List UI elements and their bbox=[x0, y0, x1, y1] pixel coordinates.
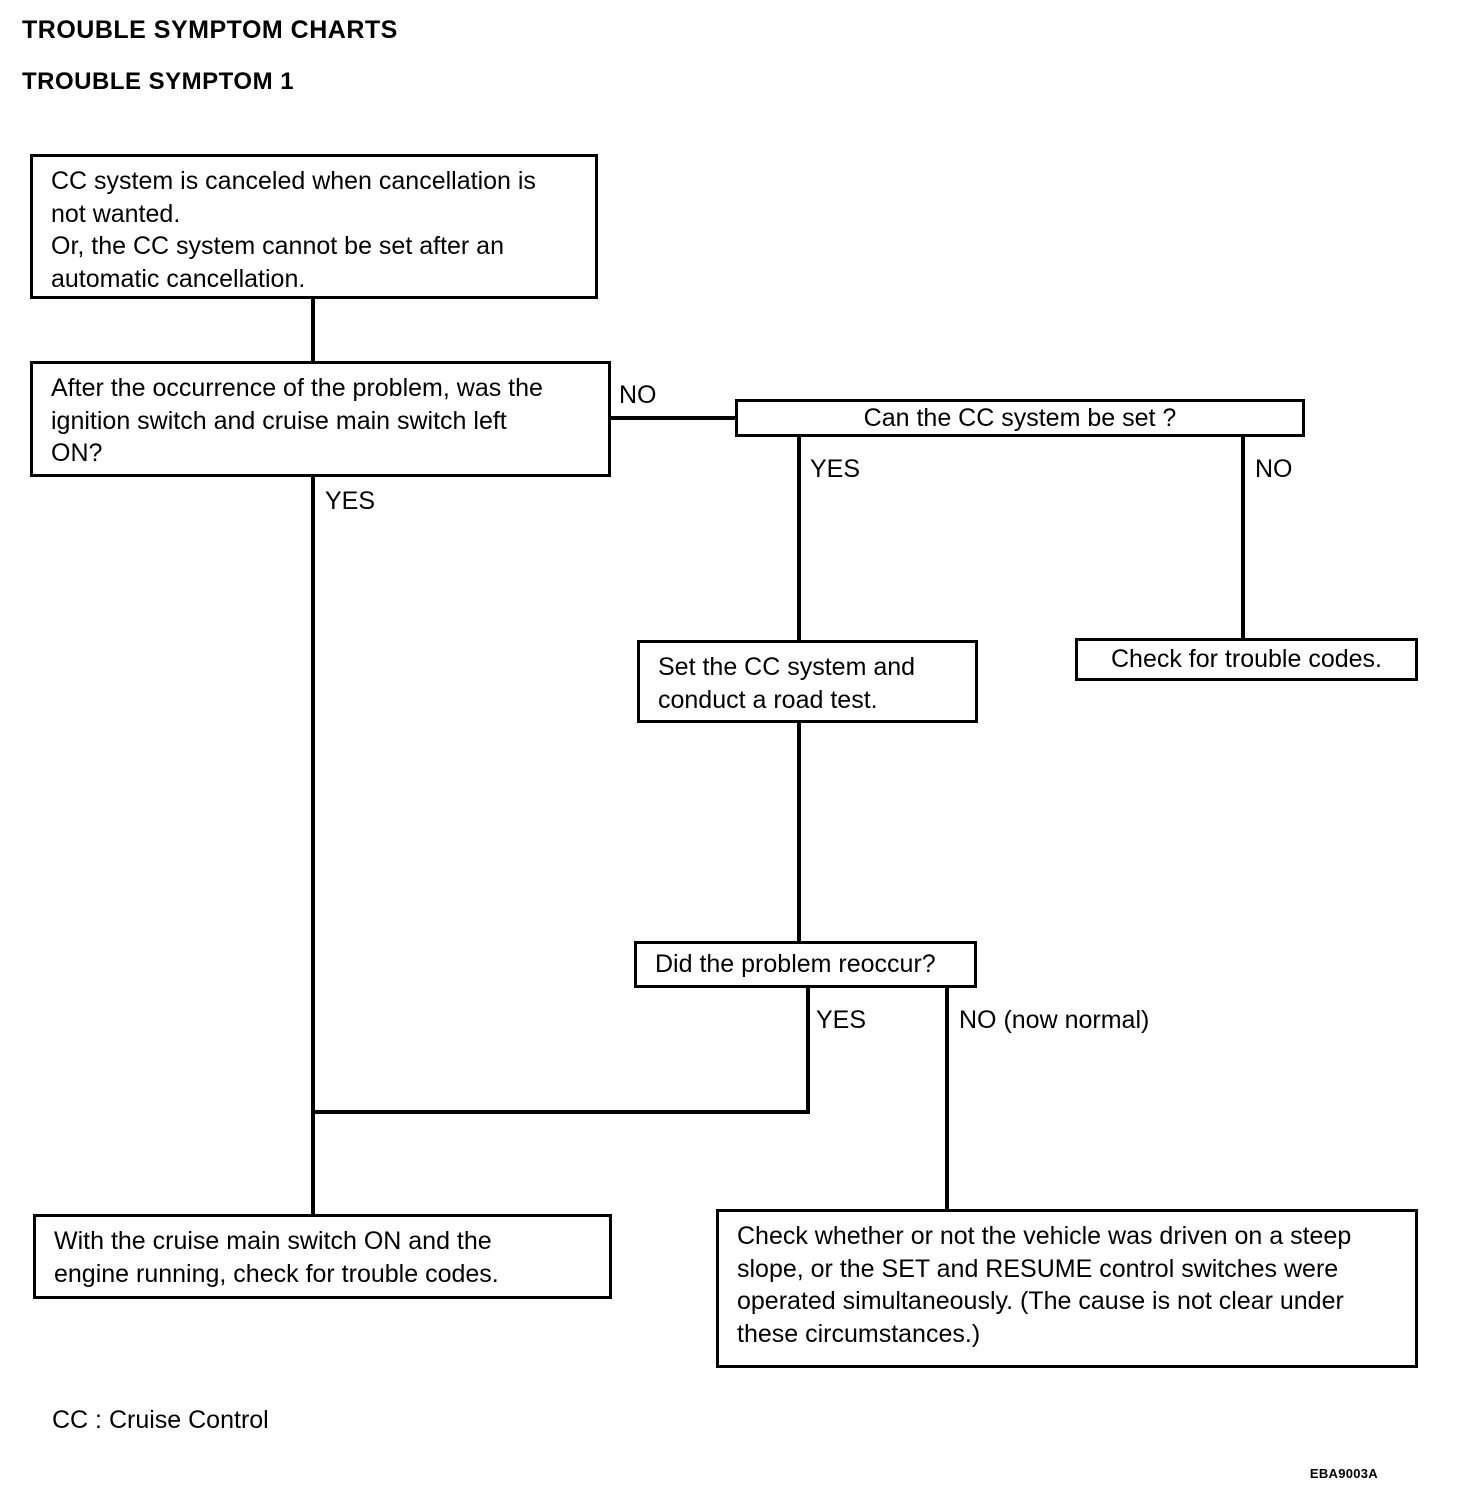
connector-can-set-no bbox=[1241, 437, 1245, 638]
symptom-line-3: Or, the CC system cannot be set after an bbox=[51, 232, 504, 260]
node-cruise-main-switch-on: With the cruise main switch ON and the e… bbox=[33, 1214, 612, 1299]
connector-ignition-no bbox=[611, 416, 737, 420]
symptom-line-2: not wanted. bbox=[51, 199, 181, 228]
page-title: TROUBLE SYMPTOM CHARTS bbox=[22, 16, 398, 44]
connector-road-test-to-reoccur bbox=[797, 723, 801, 941]
figure-reference-code: EBA9003A bbox=[1309, 1466, 1378, 1481]
check-codes-text: Check for trouble codes. bbox=[1111, 645, 1382, 674]
node-question-reoccur: Did the problem reoccur? bbox=[634, 941, 977, 988]
section-title: TROUBLE SYMPTOM 1 bbox=[22, 68, 295, 95]
connector-reoccur-no bbox=[945, 988, 949, 1210]
node-symptom: CC system is canceled when cancellation … bbox=[30, 154, 598, 299]
q-can-set-text: Can the CC system be set ? bbox=[863, 403, 1177, 432]
branch-label-reoccur-yes: YES bbox=[816, 1006, 867, 1034]
steep-slope-line-2: slope, or the SET and RESUME control swi… bbox=[737, 1254, 1339, 1283]
q-reoccur-text: Did the problem reoccur? bbox=[655, 950, 936, 979]
cruise-switch-line-2: engine running, check for trouble codes. bbox=[54, 1259, 499, 1288]
steep-slope-line-3: operated simultaneously. (The cause is n… bbox=[737, 1287, 1344, 1315]
connector-reoccur-yes-vertical bbox=[806, 988, 810, 1113]
branch-label-ignition-no: NO bbox=[619, 381, 657, 409]
branch-label-reoccur-no: NO (now normal) bbox=[959, 1006, 1150, 1034]
branch-label-ignition-yes: YES bbox=[325, 487, 376, 515]
symptom-line-4: automatic cancellation. bbox=[51, 264, 306, 293]
connector-ignition-yes-trunk bbox=[311, 477, 315, 1214]
symptom-line-1: CC system is canceled when cancellation … bbox=[51, 167, 536, 195]
node-question-can-set: Can the CC system be set ? bbox=[735, 399, 1305, 437]
q-ignition-line-2: ignition switch and cruise main switch l… bbox=[51, 406, 507, 435]
branch-label-can-set-yes: YES bbox=[810, 455, 861, 483]
legend-note: CC : Cruise Control bbox=[52, 1406, 269, 1434]
node-set-and-road-test: Set the CC system and conduct a road tes… bbox=[637, 640, 978, 723]
connector-can-set-yes bbox=[797, 437, 801, 640]
cruise-switch-line-1: With the cruise main switch ON and the bbox=[54, 1227, 492, 1255]
node-check-steep-slope: Check whether or not the vehicle was dri… bbox=[716, 1209, 1418, 1368]
steep-slope-line-1: Check whether or not the vehicle was dri… bbox=[737, 1222, 1352, 1250]
steep-slope-line-4: these circumstances.) bbox=[737, 1319, 981, 1348]
set-road-test-line-2: conduct a road test. bbox=[658, 685, 878, 714]
set-road-test-line-1: Set the CC system and bbox=[658, 653, 916, 681]
q-ignition-line-3: ON? bbox=[51, 439, 103, 467]
branch-label-can-set-no: NO bbox=[1255, 455, 1293, 483]
connector-symptom-to-ignition bbox=[311, 298, 315, 362]
q-ignition-line-1: After the occurrence of the problem, was… bbox=[51, 374, 543, 402]
node-question-ignition: After the occurrence of the problem, was… bbox=[30, 361, 611, 477]
connector-reoccur-yes-horizontal bbox=[311, 1110, 810, 1114]
node-check-trouble-codes: Check for trouble codes. bbox=[1075, 638, 1418, 681]
